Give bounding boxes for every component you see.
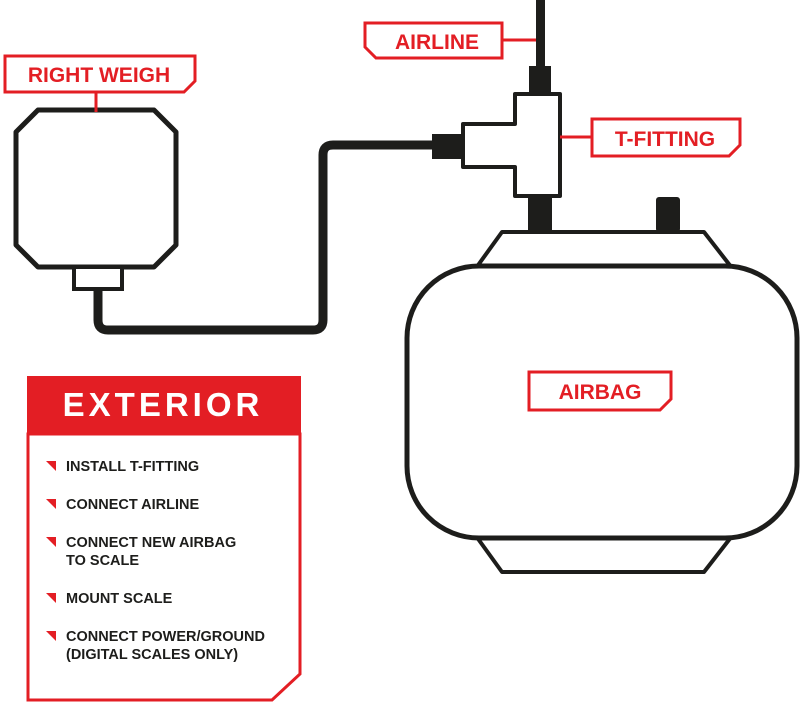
step-item: MOUNT SCALE [46,590,286,608]
right-weigh-label: RIGHT WEIGH [28,64,170,87]
step-text: CONNECT POWER/GROUND [66,629,265,645]
airbag-label: AIRBAG [559,381,642,404]
step-marker-icon [46,593,56,603]
airline-connector [529,66,551,94]
step-item: CONNECT NEW AIRBAG TO SCALE [46,534,286,570]
airbag-top-cap [474,230,734,270]
exterior-panel-frame [26,376,302,702]
airbag-bottom-cap [474,534,734,574]
airbag-post [656,197,680,232]
airline-label: AIRLINE [395,31,479,54]
scale-body [13,107,179,270]
step-text-continued: (DIGITAL SCALES ONLY) [66,647,239,663]
step-item: CONNECT POWER/GROUND (DIGITAL SCALES ONL… [46,628,286,664]
t-fitting-label: T-FITTING [615,128,715,151]
exterior-title: EXTERIOR [62,386,264,423]
airline-tag: AIRLINE [363,21,504,60]
step-text: CONNECT AIRLINE [66,497,200,513]
t-fitting-left-connector [432,134,462,159]
t-fitting-bottom-connector [528,196,552,232]
step-marker-icon [46,461,56,471]
step-text: INSTALL T-FITTING [66,459,200,475]
step-text: MOUNT SCALE [66,591,173,607]
step-text: CONNECT NEW AIRBAG [66,535,237,551]
step-text-continued: TO SCALE [66,553,140,569]
step-marker-icon [46,631,56,641]
right-weigh-tag: RIGHT WEIGH [3,54,197,94]
exterior-panel: EXTERIOR INSTALL T-FITTING CONNECT AIRLI… [26,376,302,702]
step-item: CONNECT AIRLINE [46,496,286,514]
t-fitting-body [461,92,562,198]
scale-port [72,265,124,291]
air-hose [93,140,439,335]
airline-hose [536,0,545,66]
t-fitting-tag: T-FITTING [590,117,742,158]
airbag-tag: AIRBAG [527,370,673,412]
exterior-steps-list: INSTALL T-FITTING CONNECT AIRLINE CONNEC… [46,458,286,684]
step-marker-icon [46,537,56,547]
step-item: INSTALL T-FITTING [46,458,286,476]
step-marker-icon [46,499,56,509]
